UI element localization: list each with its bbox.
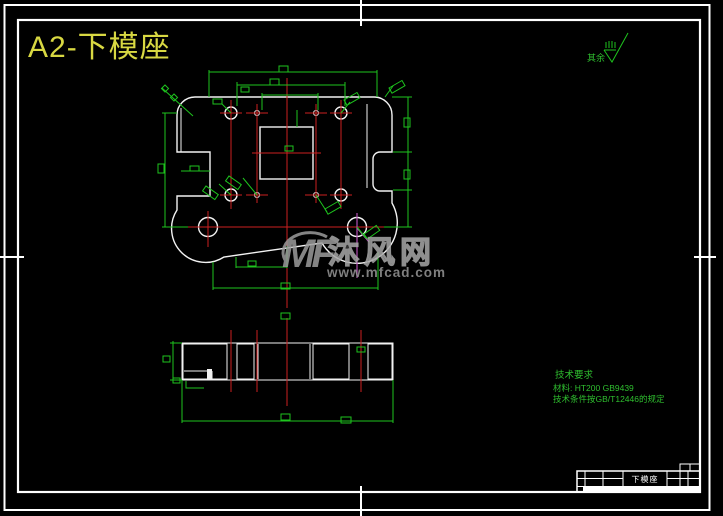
counterbore-step <box>184 369 213 379</box>
part-name: 下模座 <box>632 474 659 484</box>
section-view <box>162 312 394 424</box>
section-hatch <box>182 343 393 380</box>
section-center-lines <box>230 318 362 406</box>
section-dimensions <box>170 341 394 423</box>
hole-edges <box>257 344 311 379</box>
roughness-symbol-icon <box>603 32 629 63</box>
surface-roughness-note: 其余 <box>587 32 629 63</box>
dim-labels <box>157 65 411 290</box>
watermark-site-name: 沐风网 <box>328 235 436 270</box>
ring-holes <box>224 106 348 202</box>
section-dim-labels <box>162 312 366 424</box>
watermark-url: www.mfcad.com <box>326 265 446 280</box>
title-block: 下模座 <box>576 463 701 493</box>
mf-logo-swoosh <box>281 231 328 261</box>
title-block-bar <box>583 486 700 492</box>
tech-requirements: 技术要求 材料: HT200 GB9439 技术条件按GB/T12446的规定 <box>553 369 665 404</box>
tech-req-heading: 技术要求 <box>555 369 594 381</box>
roughness-label: 其余 <box>587 52 605 63</box>
top-view <box>157 65 412 308</box>
tech-req-material: 材料: HT200 GB9439 <box>553 383 634 393</box>
tech-req-condition: 技术条件按GB/T12446的规定 <box>553 394 665 404</box>
watermark: MF 沐风网 www.mfcad.com <box>281 231 446 280</box>
dimension-lines <box>161 70 412 290</box>
inner-edges <box>180 104 368 188</box>
drawing-title: A2-下模座 <box>28 31 171 64</box>
